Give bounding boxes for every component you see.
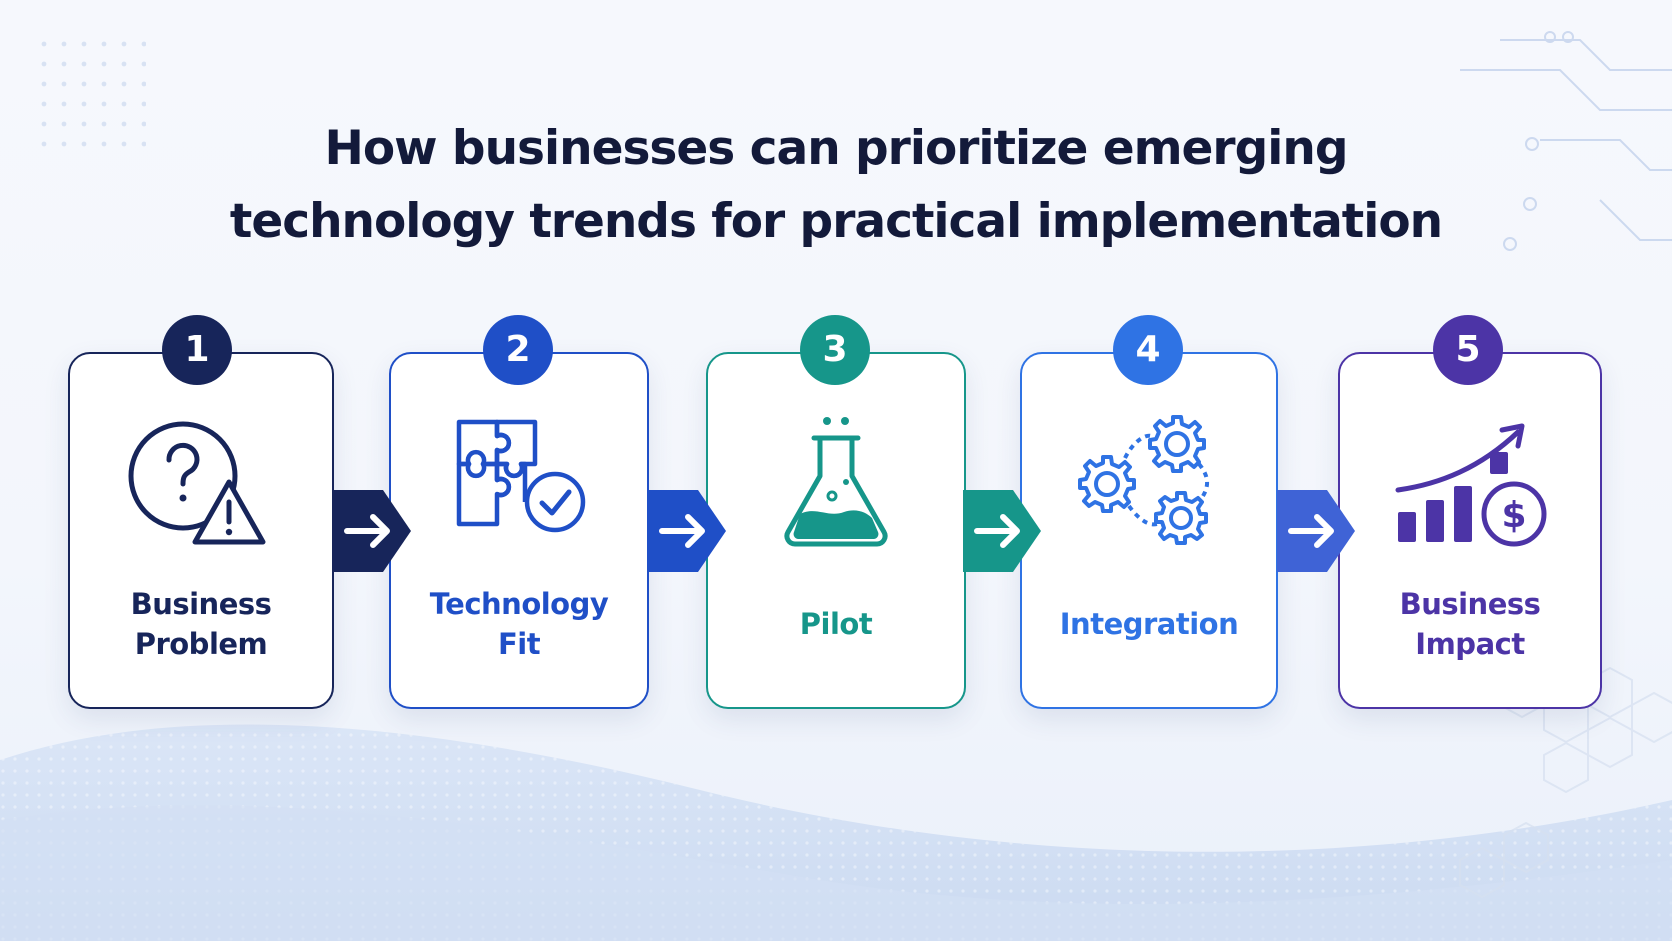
step-2-label-line-2: Fit [497,627,541,661]
step-card-3: Pilot [706,352,966,709]
page-title: How businesses can prioritize emerging t… [0,112,1672,258]
connector-arrow-4-5 [1277,490,1355,572]
step-2-label-line-1: Technology [429,587,609,621]
step-number-badge-3: 3 [800,315,870,385]
step-4-label: Integration [1059,607,1239,641]
connector-arrow-2-3 [648,490,726,572]
question-warning-icon [128,421,266,545]
flask-icon [784,417,888,547]
puzzle-check-icon [456,419,586,533]
step-number-badge-4: 4 [1113,315,1183,385]
step-1-label-line-1: Business [130,587,272,621]
connector-arrow-3-4 [963,490,1041,572]
step-5-label-line-1: Business [1399,587,1541,621]
growth-chart-dollar-icon: $ [1395,423,1547,547]
gears-icon [1078,415,1210,545]
connector-arrow-1-2 [333,490,411,572]
step-1-label-line-2: Problem [134,627,268,661]
title-line-1: How businesses can prioritize emerging [324,121,1349,176]
title-line-2: technology trends for practical implemen… [229,194,1443,249]
step-3-label: Pilot [799,607,873,641]
step-number-badge-1: 1 [162,315,232,385]
step-number-badge-5: 5 [1433,315,1503,385]
step-5-label-line-2: Impact [1415,627,1525,661]
step-card-1: Business Problem [68,352,334,709]
step-card-2: Technology Fit [389,352,649,709]
step-number-badge-2: 2 [483,315,553,385]
step-card-4: Integration [1020,352,1278,709]
svg-text:$: $ [1501,495,1526,536]
step-card-5: $ Business Impact [1338,352,1602,709]
